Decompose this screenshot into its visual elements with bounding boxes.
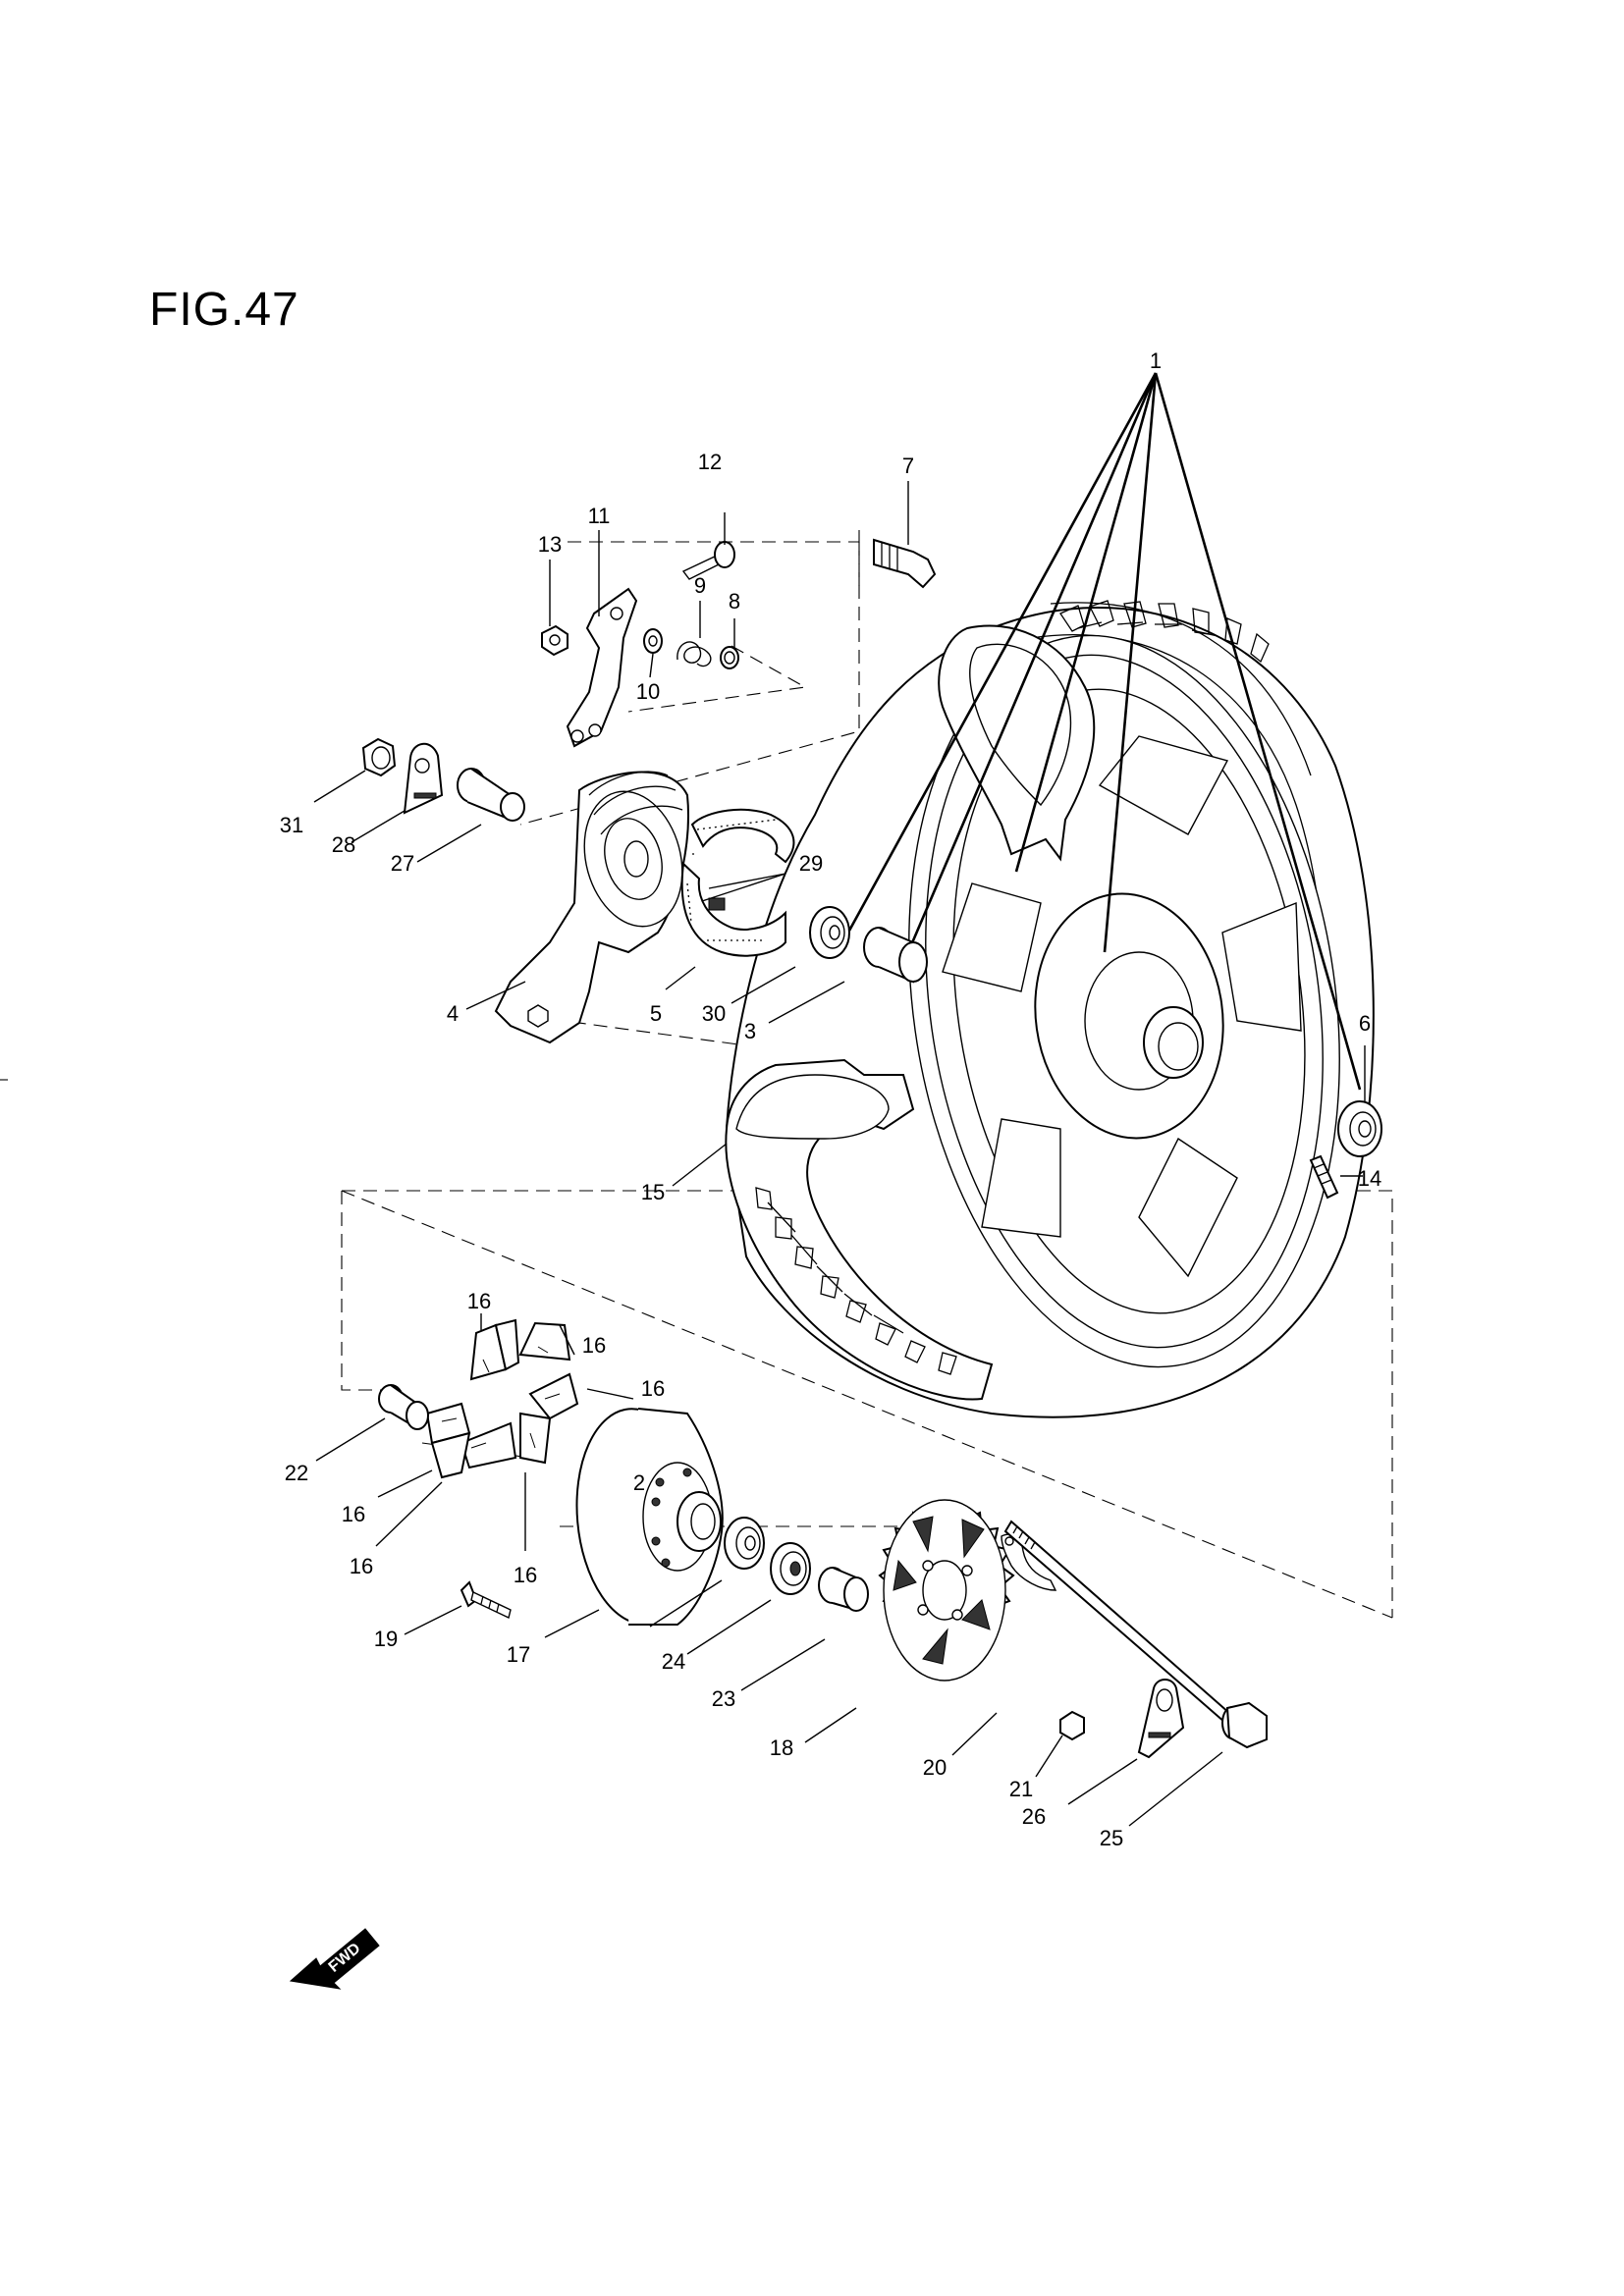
callout-26: 26	[1022, 1804, 1046, 1829]
part-15-leader	[672, 1143, 728, 1187]
figure-title: FIG.47	[149, 284, 299, 336]
callout-22: 22	[285, 1461, 308, 1485]
part-12-bolt	[681, 512, 735, 580]
part-29-leaders	[701, 873, 786, 902]
callout-16: 16	[641, 1376, 665, 1401]
part-10-washer	[643, 628, 663, 678]
part-3-collar	[768, 927, 928, 1024]
part-18-sprocket	[804, 1499, 1015, 1743]
part-19-bolt	[404, 1580, 512, 1635]
part-23-collar	[740, 1567, 869, 1691]
callout-16: 16	[350, 1554, 373, 1578]
callout-13: 13	[538, 532, 562, 557]
callout-2: 2	[633, 1470, 645, 1495]
callout-14: 14	[1358, 1166, 1381, 1191]
part-25-axle	[1003, 1520, 1268, 1827]
part-7-cam	[873, 481, 937, 589]
part-2-bearing	[649, 1517, 765, 1628]
callout-7: 7	[902, 454, 914, 478]
callout-12: 12	[698, 450, 722, 474]
leader-lines-1	[847, 372, 1362, 1091]
callout-17: 17	[507, 1642, 530, 1667]
callout-28: 28	[332, 832, 355, 857]
part-8-o-ring	[720, 618, 739, 669]
part-30-bearing	[731, 906, 850, 1004]
part-17-sprocket-hub	[544, 1408, 724, 1638]
part-9-spring	[677, 601, 712, 667]
callout-9: 9	[694, 573, 706, 598]
part-31-nut	[313, 737, 397, 803]
callout-16: 16	[342, 1502, 365, 1526]
callout-21: 21	[1009, 1777, 1033, 1801]
part-28-plate	[351, 742, 444, 843]
rear-tyre-assembly	[725, 600, 1375, 1418]
callout-18: 18	[770, 1735, 793, 1760]
callout-labels: 1 2 3 4 5 6 7 8 9 10 11 12 13 14 15 16 1…	[280, 348, 1381, 1850]
callout-8: 8	[729, 589, 740, 614]
callout-27: 27	[391, 851, 414, 876]
part-5-brake-shoes	[665, 808, 795, 990]
part-16-dampers	[375, 1313, 634, 1551]
part-6-bearing	[1337, 1045, 1382, 1157]
callout-29: 29	[799, 851, 823, 876]
callout-16: 16	[582, 1333, 606, 1358]
callout-5: 5	[650, 1001, 662, 1026]
part-4-brake-panel	[465, 771, 689, 1044]
callout-24: 24	[662, 1649, 685, 1674]
callout-31: 31	[280, 813, 303, 837]
part-14-valve	[1309, 1154, 1363, 1200]
part-24-oil-seal	[686, 1542, 811, 1655]
part-21-nut	[1035, 1710, 1085, 1778]
part-22-collar	[315, 1384, 429, 1462]
callout-23: 23	[712, 1686, 735, 1711]
fwd-arrow-icon: FWD	[289, 1928, 380, 1990]
callout-4: 4	[447, 1001, 459, 1026]
part-13-nut	[541, 560, 568, 657]
callout-20: 20	[923, 1755, 947, 1780]
callout-3: 3	[744, 1019, 756, 1043]
callout-19: 19	[374, 1627, 398, 1651]
part-11-brake-arm	[566, 530, 638, 748]
callout-30: 30	[702, 1001, 726, 1026]
callout-16: 16	[467, 1289, 491, 1313]
callout-1: 1	[1150, 348, 1162, 373]
part-26-adjuster	[1067, 1679, 1185, 1805]
callout-16: 16	[514, 1563, 537, 1587]
callout-11: 11	[588, 504, 611, 528]
callout-6: 6	[1359, 1011, 1371, 1036]
callout-10: 10	[636, 679, 660, 704]
callout-25: 25	[1100, 1826, 1123, 1850]
part-27-collar	[416, 768, 525, 863]
callout-15: 15	[641, 1180, 665, 1204]
